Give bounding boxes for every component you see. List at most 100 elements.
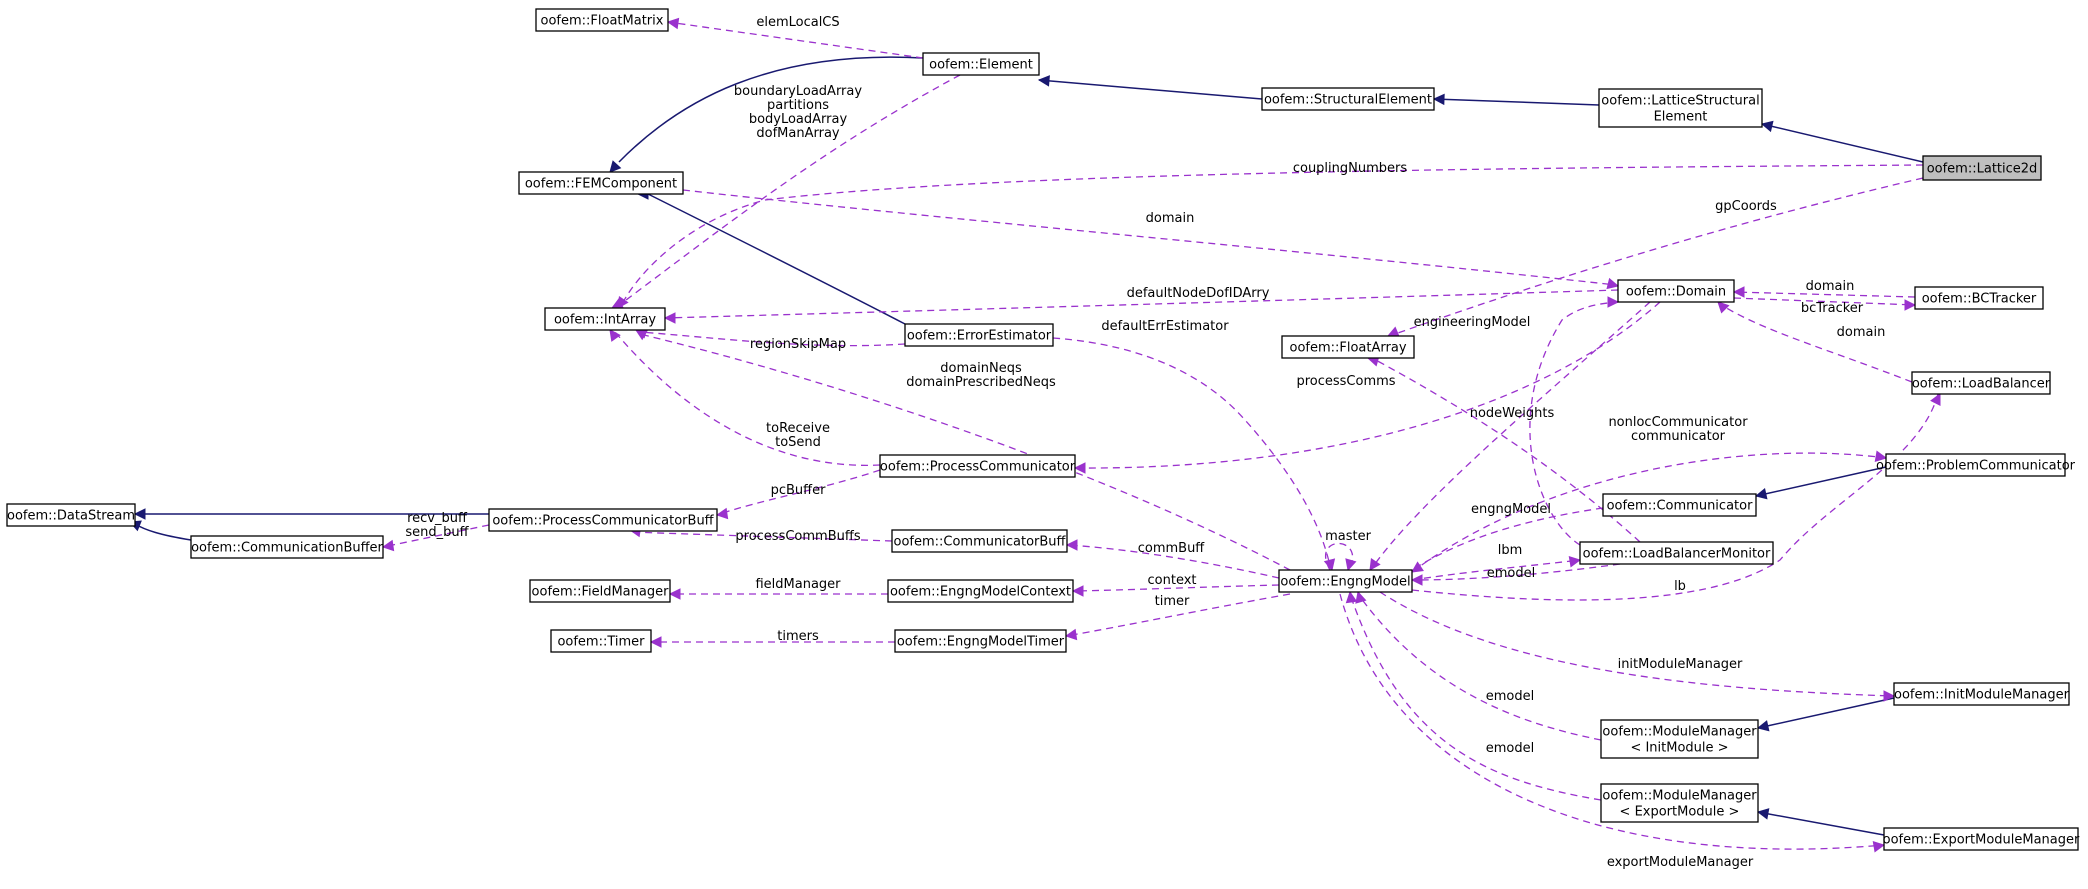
class-name: oofem::Lattice2d [1927, 162, 2038, 177]
class-node-bctracker[interactable]: oofem::BCTracker [1914, 286, 2044, 310]
class-node-export-module-manager[interactable]: oofem::ExportModuleManager [1883, 827, 2080, 851]
arrow-head-icon [1345, 590, 1358, 604]
arrow-head-icon [668, 588, 681, 600]
arrow-head-icon [1756, 720, 1770, 732]
arrow-head-icon [1883, 690, 1896, 702]
class-name: oofem::ExportModuleManager [1883, 833, 2080, 848]
edge-label-emodel-lbm: emodel [1487, 566, 1535, 581]
edge-label-text: toSend [775, 435, 821, 450]
association-edge [1411, 450, 1888, 573]
edge-label-text: bcTracker [1801, 301, 1864, 316]
inheritance-edge [1760, 120, 1924, 163]
edge-label-text: regionSkipMap [750, 337, 846, 352]
class-node-engng-model[interactable]: oofem::EngngModel [1278, 569, 1413, 593]
edge-label-bc-tracker-domain: domain [1806, 279, 1855, 294]
class-node-engng-model-timer[interactable]: oofem::EngngModelTimer [894, 629, 1067, 653]
class-node-process-communicator[interactable]: oofem::ProcessCommunicator [879, 454, 1076, 478]
edge-label-default-node-dof-idarry: defaultNodeDofIDArry [1127, 286, 1270, 301]
class-node-module-manager-export[interactable]: oofem::ModuleManager< ExportModule > [1600, 783, 1759, 823]
edge-label-text: boundaryLoadArray [734, 84, 862, 99]
class-node-lattice2d[interactable]: oofem::Lattice2d [1922, 155, 2042, 181]
class-node-float-matrix[interactable]: oofem::FloatMatrix [535, 8, 669, 32]
edge-label-text: nodeWeights [1470, 406, 1555, 421]
edge-label-field-manager: fieldManager [755, 577, 841, 592]
edge-label-text: defaultNodeDofIDArry [1127, 286, 1270, 301]
class-node-timer[interactable]: oofem::Timer [550, 629, 652, 653]
edge-label-text: communicator [1631, 429, 1726, 444]
edge-label-text: send_buff [405, 525, 469, 540]
edge-label-timer: timer [1155, 594, 1190, 609]
class-node-element[interactable]: oofem::Element [922, 52, 1040, 76]
arrow-head-icon [133, 508, 146, 520]
class-node-init-module-manager[interactable]: oofem::InitModuleManager [1893, 682, 2070, 706]
arrow-head-icon [666, 17, 680, 30]
edge-label-text: exportModuleManager [1607, 855, 1754, 870]
class-name: oofem::LatticeStructural [1601, 94, 1759, 109]
class-node-field-manager[interactable]: oofem::FieldManager [529, 579, 671, 603]
edge-label-text: partitions [767, 98, 829, 113]
association-edge [1065, 539, 1280, 579]
edge-label-text: commBuff [1138, 541, 1206, 556]
edge-label-elem-to-int-array: boundaryLoadArraypartitionsbodyLoadArray… [734, 84, 862, 141]
association-edge [663, 289, 1619, 324]
class-node-communication-buffer[interactable]: oofem::CommunicationBuffer [190, 535, 384, 559]
class-node-error-estimator[interactable]: oofem::ErrorEstimator [904, 323, 1054, 347]
class-node-communicator-buff[interactable]: oofem::CommunicatorBuff [891, 529, 1068, 553]
class-name: oofem::FEMComponent [525, 177, 677, 192]
edge-label-lbm: lbm [1498, 543, 1523, 558]
edge-label-timers: timers [777, 629, 819, 644]
class-node-int-array[interactable]: oofem::IntArray [544, 307, 666, 331]
edge-label-bc-tracker: bcTracker [1801, 301, 1864, 316]
class-name: oofem::IntArray [554, 313, 656, 328]
association-edge [1324, 542, 1357, 572]
arrow-head-icon [1073, 462, 1086, 474]
class-node-engng-model-context[interactable]: oofem::EngngModelContext [887, 579, 1074, 603]
class-node-load-balancer-monitor[interactable]: oofem::LoadBalancerMonitor [1579, 541, 1774, 565]
class-name: Element [1654, 110, 1708, 125]
class-node-load-balancer[interactable]: oofem::LoadBalancer [1911, 371, 2051, 395]
association-edge [1411, 555, 1582, 581]
edge-label-text: emodel [1487, 566, 1535, 581]
class-node-float-array[interactable]: oofem::FloatArray [1281, 335, 1415, 359]
arrow-head-icon [715, 507, 729, 520]
edge-label-context: context [1148, 573, 1197, 588]
class-name: oofem::EngngModelTimer [897, 635, 1065, 650]
edge-label-text: couplingNumbers [1293, 161, 1408, 176]
class-name: oofem::FieldManager [532, 585, 670, 600]
edge-label-coupling-numbers: couplingNumbers [1293, 161, 1408, 176]
class-node-module-manager-init[interactable]: oofem::ModuleManager< InitModule > [1600, 719, 1759, 759]
class-name: oofem::ModuleManager [1602, 725, 1757, 740]
arrow-head-icon [1872, 840, 1886, 853]
class-name: oofem::InitModuleManager [1894, 688, 2070, 703]
class-node-domain[interactable]: oofem::Domain [1617, 279, 1735, 303]
arrow-head-icon [1607, 296, 1620, 308]
arrow-head-icon [1355, 590, 1367, 604]
arrow-head-icon [1717, 301, 1730, 314]
edge-label-text: lbm [1498, 543, 1523, 558]
class-node-communicator[interactable]: oofem::Communicator [1602, 493, 1757, 517]
association-edge [682, 189, 1620, 290]
inheritance-edge [1037, 75, 1263, 100]
class-name: oofem::Communicator [1607, 499, 1754, 514]
arrow-head-icon [1930, 392, 1941, 406]
class-node-data-stream[interactable]: oofem::DataStream [6, 503, 136, 527]
class-node-problem-communicator[interactable]: oofem::ProblemCommunicator [1876, 453, 2076, 477]
arrow-head-icon [1386, 326, 1400, 338]
association-edge [1717, 301, 1913, 383]
edge-label-text: gpCoords [1715, 199, 1777, 214]
class-name: oofem::Timer [557, 635, 645, 650]
inheritance-edge [1756, 808, 1885, 836]
class-node-process-communicator-buff[interactable]: oofem::ProcessCommunicatorBuff [488, 508, 718, 532]
association-edge [1355, 590, 1602, 741]
class-name: oofem::ErrorEstimator [907, 329, 1052, 344]
class-node-structural-element[interactable]: oofem::StructuralElement [1261, 87, 1435, 111]
class-name: oofem::ModuleManager [1602, 789, 1757, 804]
class-node-femcomponent[interactable]: oofem::FEMComponent [518, 171, 684, 195]
arrow-head-icon [1432, 93, 1445, 106]
association-edge [1733, 297, 1917, 311]
arrow-head-icon [381, 539, 395, 552]
class-name: < ExportModule > [1620, 805, 1740, 820]
